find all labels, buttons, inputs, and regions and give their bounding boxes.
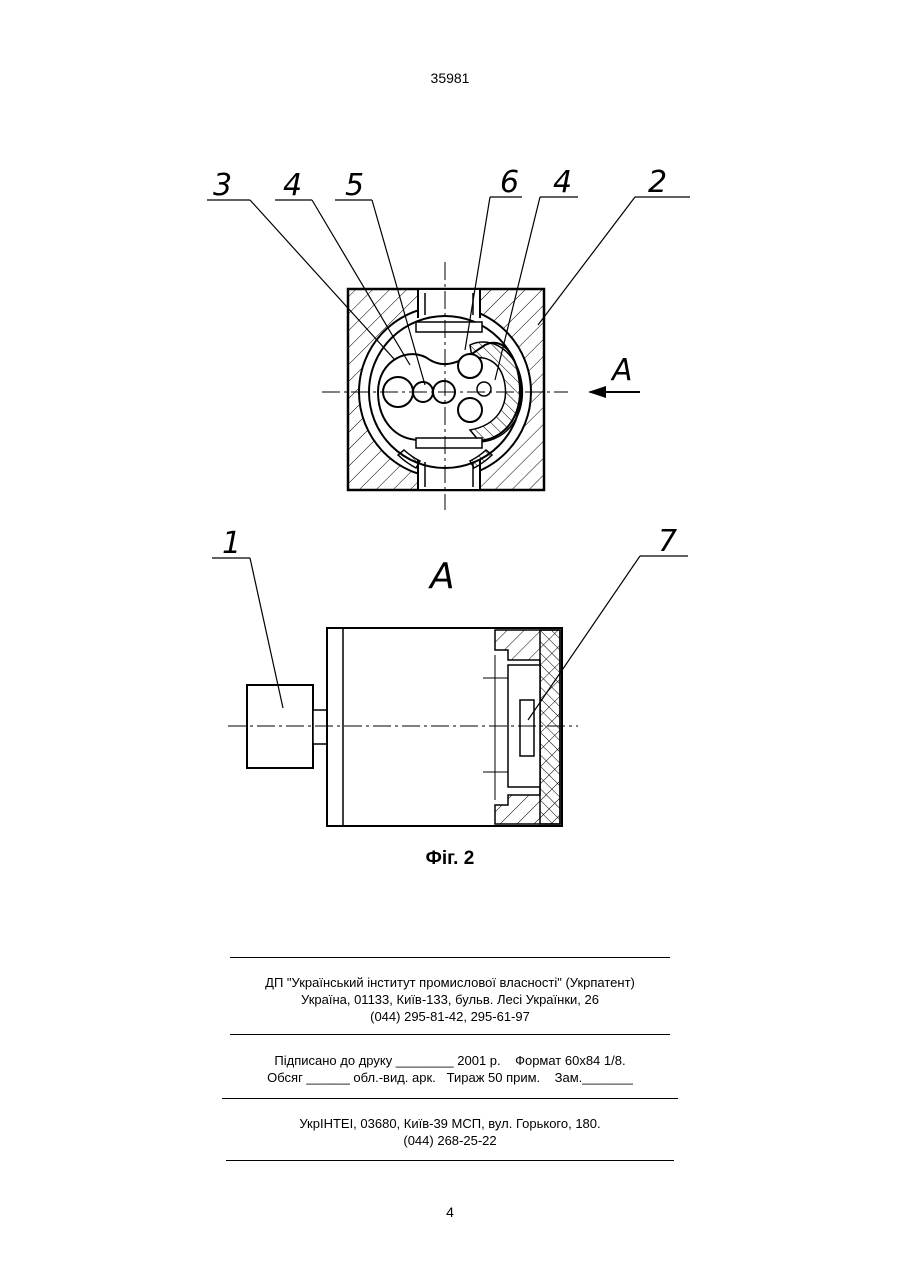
page-number: 4	[0, 1204, 900, 1220]
top-section-view: A	[322, 262, 640, 510]
divider-2	[230, 1034, 670, 1035]
label-part-4-right: 4	[553, 165, 572, 200]
technical-drawing: A 3 4 5 6 4 2 A	[0, 150, 900, 870]
label-part-2: 2	[648, 165, 667, 200]
label-part-6: 6	[500, 165, 519, 200]
divider-4	[226, 1160, 674, 1161]
label-part-7: 7	[658, 524, 677, 559]
print-info-1: Підписано до друку ________ 2001 р. Форм…	[0, 1052, 900, 1069]
patent-number: 35981	[0, 70, 900, 86]
figure-caption: Фіг. 2	[0, 848, 900, 870]
printer-phone: (044) 268-25-22	[0, 1132, 900, 1149]
divider-3	[222, 1098, 678, 1099]
label-part-3: 3	[213, 168, 232, 203]
print-info-2: Обсяг ______ обл.-вид. арк. Тираж 50 при…	[0, 1069, 900, 1086]
label-part-4-left: 4	[283, 168, 302, 203]
view-arrow-label: A	[610, 353, 633, 388]
label-part-1: 1	[222, 526, 241, 561]
printer-address: УкрІНТЕІ, 03680, Київ-39 МСП, вул. Горьк…	[0, 1115, 900, 1132]
view-a-title: A	[428, 556, 455, 597]
publisher-phone: (044) 295-81-42, 295-61-97	[0, 1008, 900, 1025]
label-part-5: 5	[345, 168, 364, 203]
publisher-address: Україна, 01133, Київ-133, бульв. Лесі Ук…	[0, 991, 900, 1008]
view-a-drawing	[228, 628, 578, 826]
divider-1	[230, 957, 670, 958]
publisher-name: ДП "Український інститут промислової вла…	[0, 974, 900, 991]
